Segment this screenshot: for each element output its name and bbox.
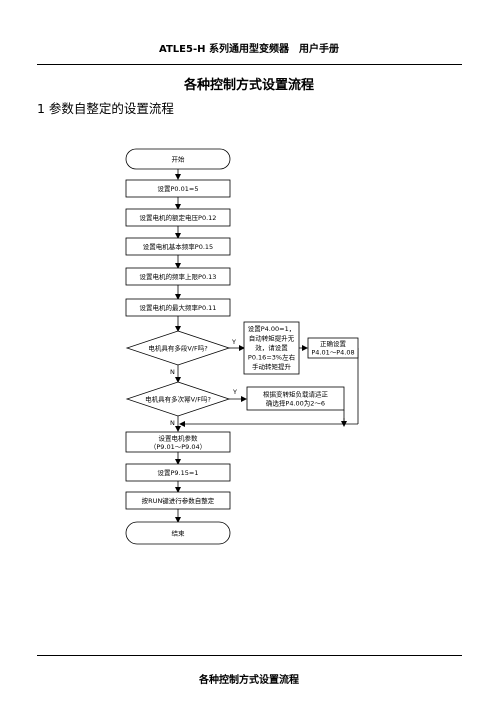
step-run-autotune-label: 按RUN键进行参数自整定 [142, 496, 215, 505]
step-set-p9-15-box [125, 463, 231, 482]
decision2-no-label: N [170, 419, 175, 427]
note2-line-2: P4.01～P4.08 [311, 349, 354, 357]
decision-multi-segment-vf [125, 330, 231, 366]
note1-line-1: 设置P4.00=1， [248, 324, 295, 333]
step-run-autotune-box [125, 491, 231, 510]
page-footer: 各种控制方式设置流程 [199, 675, 299, 686]
note1-line-2: 自动转矩提升无 [249, 334, 295, 343]
step-base-frequency-label: 设置电机基本频率P0.15 [143, 242, 213, 251]
decision-power-vf-label: 电机具有多次幂V/F吗? [145, 395, 211, 404]
note-set-p4-parameters-box [307, 337, 359, 359]
start-label: 开始 [172, 155, 186, 164]
step-frequency-upper-limit-box [125, 267, 231, 286]
start-terminal [125, 148, 231, 170]
note3-line-2: 确选择P4.00为2～6 [266, 399, 325, 408]
note1-line-5: 手动转矩提升 [252, 362, 292, 371]
end-terminal [125, 521, 231, 545]
header-rule [37, 64, 462, 65]
step-set-p0-01-label: 设置P0.01=5 [158, 184, 199, 193]
note3-line-1: 根据变转矩负载请适正 [263, 390, 329, 399]
note2-line-1: 正确设置 [320, 339, 347, 348]
step-motor-parameters-line-2: （P9.01～P9.04） [150, 443, 206, 451]
step-motor-parameters-line-1: 设置电机参数 [159, 434, 199, 443]
step-set-p0-01-box [125, 179, 231, 198]
note1-line-4: P0.16=3%左右 [248, 353, 296, 362]
step-motor-parameters-box [125, 431, 231, 453]
step-max-frequency-box [125, 298, 231, 317]
step-set-p9-15-label: 设置P9.15=1 [158, 468, 199, 477]
step-rated-voltage-box [125, 208, 231, 227]
note-manual-torque-boost-box [243, 321, 300, 375]
page-title: 各种控制方式设置流程 [183, 78, 314, 93]
decision1-yes-label: Y [231, 338, 236, 346]
step-rated-voltage-label: 设置电机的额定电压P0.12 [140, 213, 217, 222]
decision1-no-label: N [170, 368, 175, 376]
end-label: 结束 [172, 529, 186, 538]
step-frequency-upper-limit-label: 设置电机的频率上限P0.13 [140, 272, 217, 281]
section-heading: 1 参数自整定的设置流程 [37, 101, 174, 116]
step-base-frequency-box [125, 237, 231, 256]
decision-multi-segment-vf-label: 电机具有多段V/F吗? [148, 344, 207, 353]
decision-power-vf [125, 381, 231, 417]
step-max-frequency-label: 设置电机的最大频率P0.11 [140, 303, 217, 312]
note1-line-3: 效，请设置 [255, 343, 288, 352]
running-header: ATLE5-H 系列通用型变频器 用户手册 [159, 44, 339, 55]
decision2-yes-label: Y [232, 388, 237, 396]
footer-rule [37, 655, 462, 656]
note-variable-torque-box [246, 386, 345, 411]
